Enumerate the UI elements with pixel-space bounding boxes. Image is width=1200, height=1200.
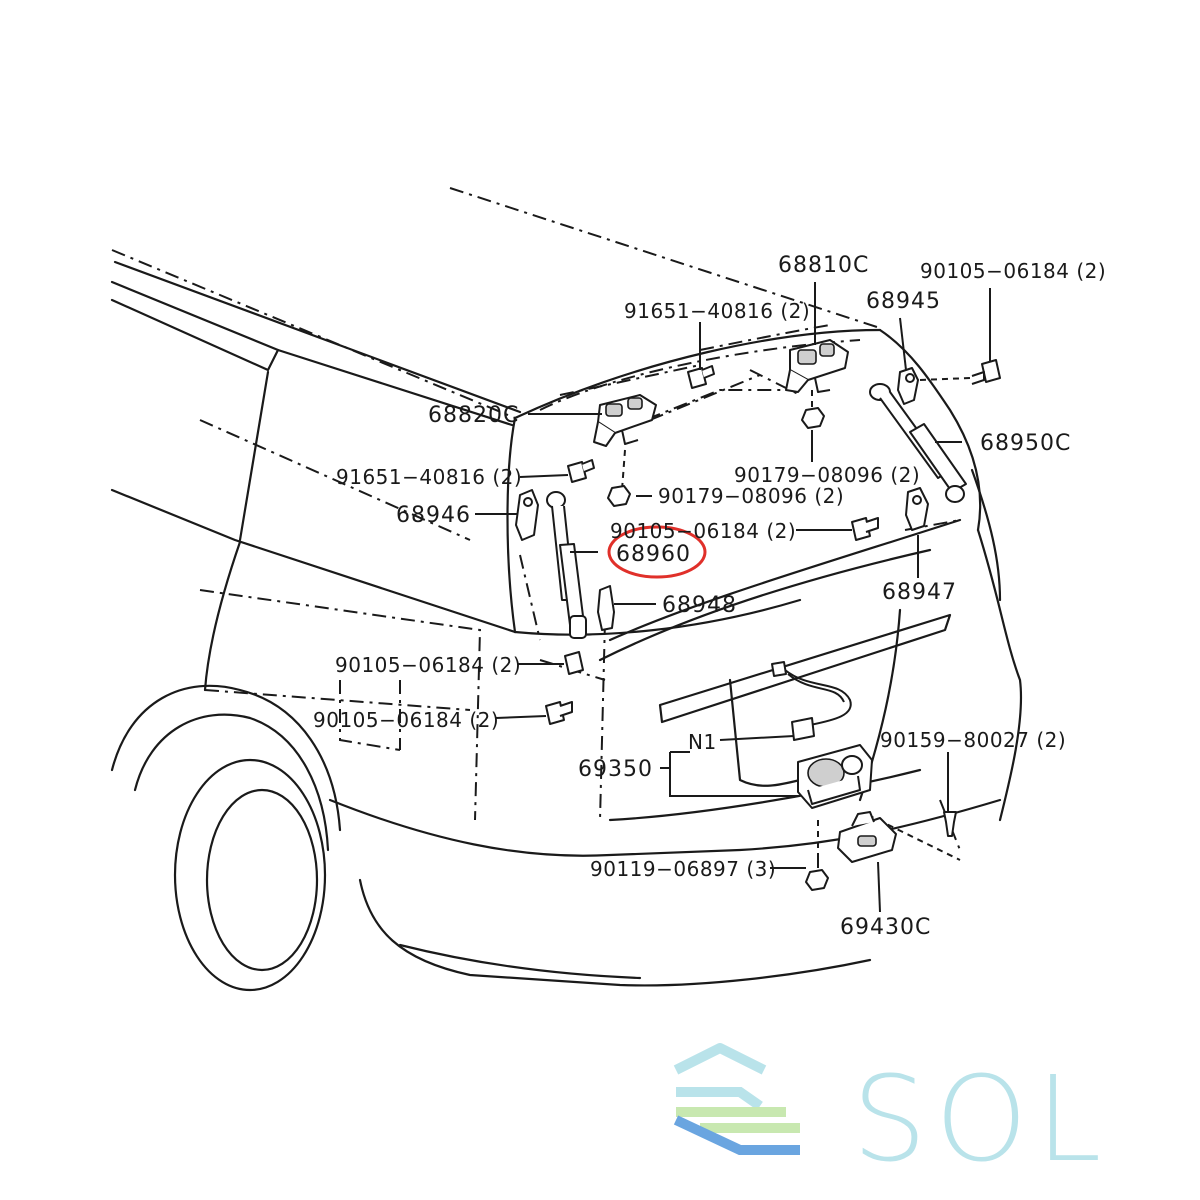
bracket-68948 [597, 585, 615, 631]
nut-90179-right [801, 407, 825, 429]
callout-90105-06184-middle: 90105−06184 (2) [610, 519, 796, 543]
hinge-68810c [785, 339, 849, 393]
callout-90105-06184-top-right: 90105−06184 (2) [920, 259, 1106, 283]
vehicle-outline [110, 260, 1023, 992]
callout-91651-40816-top: 91651−40816 (2) [624, 299, 810, 323]
callout-69350: 69350 [578, 757, 653, 782]
callout-68960: 68960 [616, 542, 691, 567]
callout-68810c: 68810C [778, 253, 869, 278]
leader-lines [475, 282, 991, 913]
sol-logo-text: SOL [852, 1050, 1110, 1188]
callout-68820c: 68820C [428, 403, 519, 428]
callout-90159-80027: 90159−80027 (2) [880, 728, 1066, 752]
callout-90179-08096-right: 90179−08096 (2) [734, 463, 920, 487]
screw-90119 [805, 856, 829, 891]
bracket-68945 [897, 367, 919, 405]
gas-strut-68960 [546, 491, 587, 639]
screw-90159 [943, 811, 957, 837]
callout-90119-06897: 90119−06897 (3) [590, 857, 776, 881]
callout-68946: 68946 [396, 503, 471, 528]
bracket-68947 [905, 487, 929, 531]
highlight-ring-68960 [607, 525, 707, 579]
bracket-68946 [515, 489, 539, 541]
callout-labels: 68810C 90105−06184 (2) 91651−40816 (2) 6… [313, 253, 1106, 940]
callout-68947: 68947 [882, 580, 957, 605]
sol-watermark-logo: SOL [673, 1043, 1110, 1188]
callout-n1: N1 [688, 730, 717, 754]
callout-90179-08096-left: 90179−08096 (2) [658, 484, 844, 508]
gas-strut-68950c [869, 383, 967, 503]
striker-69430c [837, 811, 897, 863]
lock-assembly-69350 [797, 744, 873, 809]
callout-90105-06184-lower-2: 90105−06184 (2) [313, 708, 499, 732]
bolt-91651-mid [567, 459, 595, 483]
bolt-91651-top [687, 365, 715, 389]
callout-68945: 68945 [866, 289, 941, 314]
sol-logo-icon [673, 1043, 800, 1155]
callout-91651-40816-middle: 91651−40816 (2) [336, 465, 522, 489]
nut-90179-left [607, 485, 631, 507]
bolt-90105-low2 [545, 701, 573, 725]
bolt-90105-low1 [564, 651, 584, 675]
reference-lines [111, 187, 971, 861]
parts [515, 339, 1001, 891]
bolt-90105-mid [851, 517, 879, 541]
hinge-68820c [593, 394, 657, 447]
callout-68948: 68948 [662, 593, 737, 618]
bolt-90105-tr [971, 359, 1001, 385]
wire-harness-n1 [771, 661, 852, 741]
callout-68950c: 68950C [980, 431, 1071, 456]
callout-69430c: 69430C [840, 915, 931, 940]
callout-90105-06184-lower-1: 90105−06184 (2) [335, 653, 521, 677]
